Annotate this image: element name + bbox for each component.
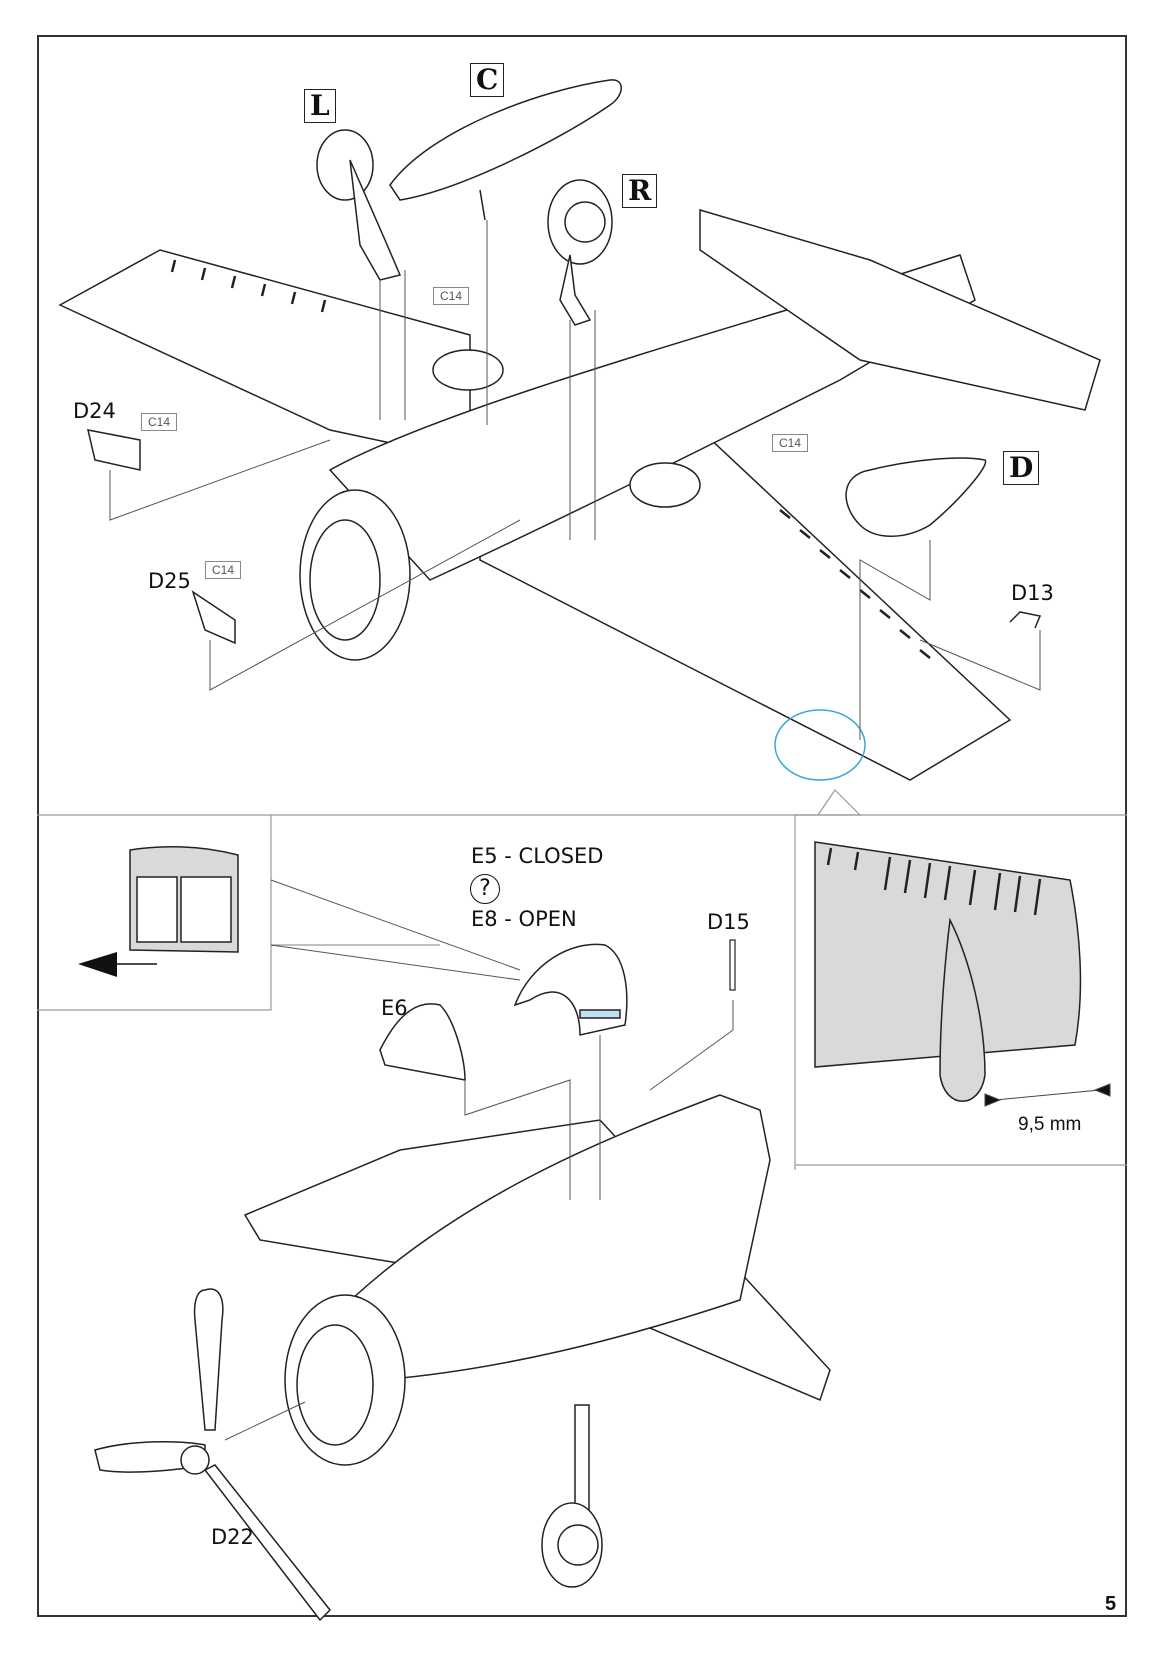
leader-lines-bottom bbox=[270, 879, 734, 1200]
part-label-d22: D22 bbox=[211, 1525, 254, 1549]
wheel-well-left bbox=[432, 349, 504, 391]
engine-face bbox=[309, 519, 381, 641]
part-d25 bbox=[191, 590, 236, 645]
right-main-gear bbox=[547, 179, 613, 326]
part-label-d15: D15 bbox=[707, 910, 750, 934]
canopy-frame-inset bbox=[129, 846, 239, 953]
wing-hatching-marks bbox=[170, 259, 931, 659]
set-label-d: D bbox=[1003, 451, 1040, 485]
wing-detail-inset bbox=[814, 841, 1082, 1102]
drop-tank bbox=[389, 79, 622, 201]
canopy-open-option: E8 - OPEN bbox=[471, 907, 577, 931]
wingtip-fairing bbox=[845, 457, 987, 537]
part-label-d25: D25 bbox=[148, 569, 191, 593]
dimension-lines bbox=[984, 1083, 1111, 1107]
fuselage bbox=[328, 254, 976, 581]
canopy-e8 bbox=[513, 943, 628, 1036]
canopy-closed-option: E5 - CLOSED bbox=[471, 844, 604, 868]
ref-tag-c14: C14 bbox=[772, 434, 809, 452]
part-label-d13: D13 bbox=[1011, 581, 1054, 605]
windscreen-e6 bbox=[379, 1003, 466, 1081]
leader-lines-top bbox=[109, 270, 1041, 740]
direction-arrow bbox=[78, 952, 117, 977]
lower-engine-face bbox=[296, 1324, 374, 1446]
set-label-r: R bbox=[622, 174, 658, 208]
part-label-d24: D24 bbox=[73, 399, 116, 423]
left-wing bbox=[58, 249, 471, 461]
prop-leader-line bbox=[224, 1401, 306, 1441]
left-inset-border bbox=[37, 945, 272, 1011]
aircraft-top-view bbox=[58, 208, 1101, 781]
tailplane bbox=[699, 208, 1101, 411]
left-main-gear bbox=[316, 129, 402, 281]
inset-hatch-marks bbox=[826, 847, 1042, 916]
lower-fuselage bbox=[328, 1094, 771, 1381]
part-d24 bbox=[87, 429, 141, 471]
fairing-position-highlight bbox=[774, 709, 866, 781]
antenna-d15 bbox=[729, 939, 736, 991]
wheel-well-right bbox=[629, 462, 701, 508]
callout-wedge bbox=[795, 789, 862, 816]
propeller-d22 bbox=[94, 1288, 332, 1622]
ref-tag-c14: C14 bbox=[141, 413, 178, 431]
set-label-c: C bbox=[470, 63, 505, 97]
part-label-e6: E6 bbox=[381, 996, 408, 1020]
lower-main-gear bbox=[541, 1404, 603, 1588]
set-label-l: L bbox=[304, 89, 336, 123]
ref-tag-c14: C14 bbox=[433, 287, 470, 305]
question-mark-icon: ? bbox=[470, 874, 500, 904]
part-d13 bbox=[1009, 611, 1042, 629]
page-frame bbox=[37, 35, 1127, 1617]
page-number: 5 bbox=[1105, 1593, 1117, 1615]
ref-tag-c14: C14 bbox=[205, 561, 242, 579]
aircraft-bottom-view bbox=[243, 1094, 831, 1466]
dimension-label: 9,5 mm bbox=[1018, 1114, 1082, 1135]
